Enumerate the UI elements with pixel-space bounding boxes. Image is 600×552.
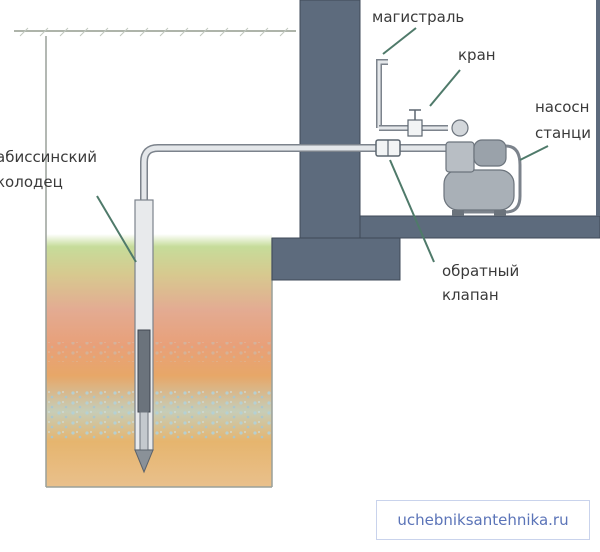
label-well-line1: абиссинский: [0, 148, 98, 166]
leader-pump-station: [519, 145, 549, 161]
supply-pipe: [140, 144, 450, 266]
label-check-valve-line1: обратный: [442, 262, 520, 280]
label-pump-station-line1: насосн: [535, 98, 590, 116]
leader-mainline: [382, 27, 417, 55]
leader-well: [96, 195, 137, 263]
label-well-line2: колодец: [0, 173, 63, 191]
soil-cross-section: [45, 36, 273, 488]
well-casing: [134, 199, 154, 474]
label-mainline: магистраль: [372, 8, 465, 26]
house-foundation: [271, 0, 600, 281]
pump-station: [443, 119, 522, 216]
leader-tap: [429, 69, 461, 107]
ground-surface: [14, 27, 296, 37]
label-check-valve-line2: клапан: [442, 286, 499, 304]
check-valve: [375, 139, 401, 157]
leader-check-valve: [389, 159, 435, 263]
label-pump-station-line2: станци: [535, 124, 591, 142]
label-tap: кран: [458, 46, 496, 64]
watermark: uchebniksantehnika.ru: [376, 500, 590, 540]
leader-lines: [96, 27, 549, 263]
mainline-pipe: [376, 59, 448, 137]
